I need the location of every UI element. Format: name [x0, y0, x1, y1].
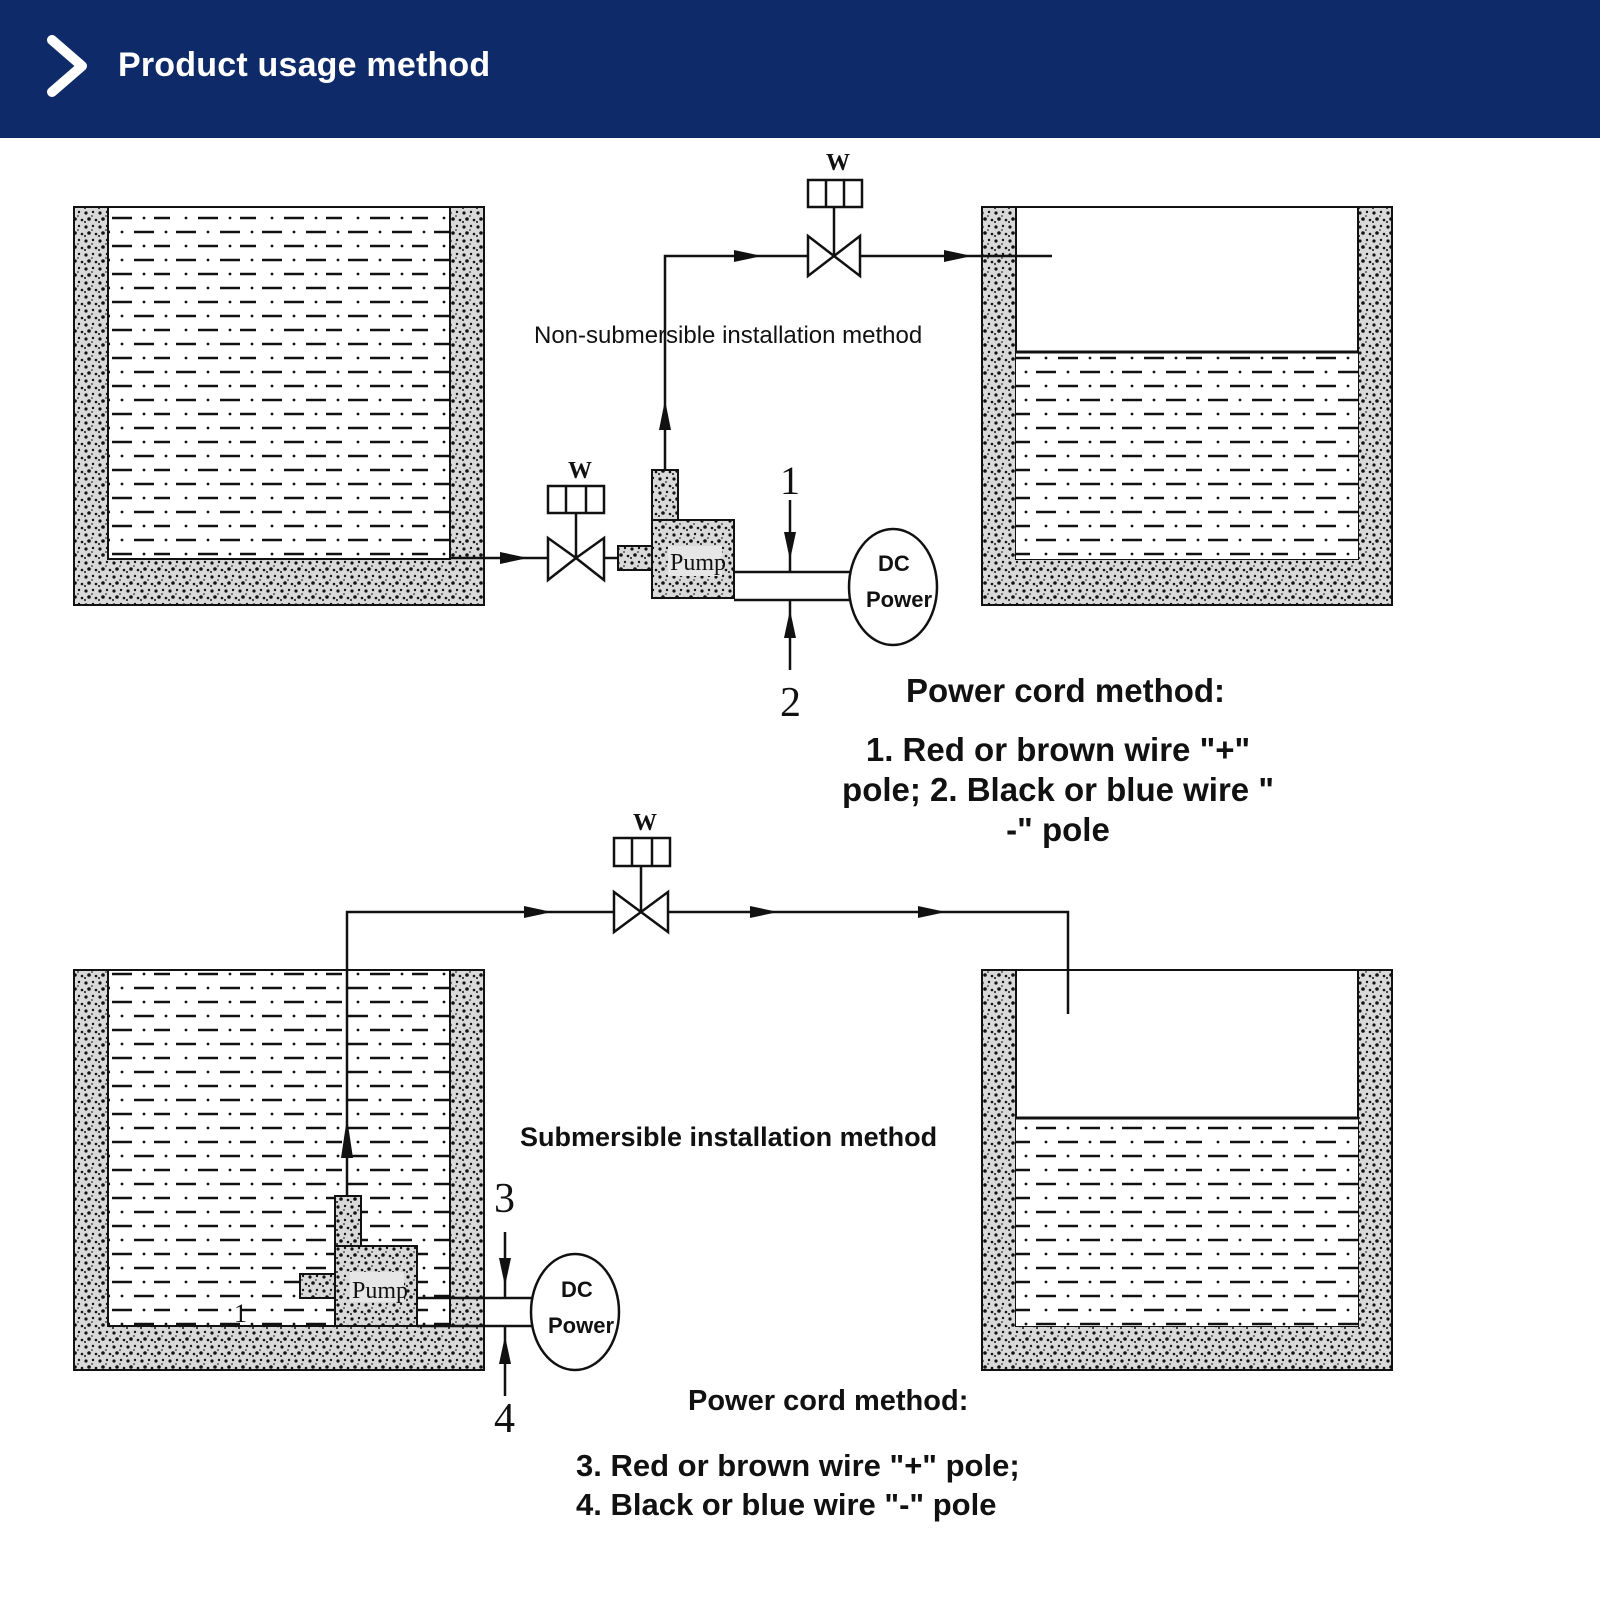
valve-top-lower [546, 484, 606, 583]
pipe-bottom [345, 910, 1070, 1196]
flow-arrows-top [500, 250, 972, 564]
header-banner: Product usage method [0, 0, 1600, 138]
flow-arrows-bottom [341, 906, 946, 1158]
valve-bottom [612, 836, 672, 935]
pump-top [617, 469, 735, 599]
wire-arrows-top [784, 532, 796, 638]
chevron-right-icon [47, 35, 87, 97]
tank-left-bottom [73, 969, 485, 1371]
valve-label: W [633, 810, 657, 836]
dc-power-top [847, 527, 939, 647]
tank-right-bottom [981, 969, 1393, 1371]
power-cord-top [734, 500, 850, 670]
tank-right-top [981, 206, 1393, 606]
power-cord-text: 1. Red or brown wire "+" pole; 2. Black … [842, 731, 1274, 848]
wire-number: 1 [780, 458, 800, 503]
wire-arrows-bottom [499, 1258, 511, 1364]
page-title: Product usage method [118, 46, 491, 84]
dc-power-bottom [529, 1252, 621, 1372]
wire-number: 3 [494, 1176, 515, 1222]
valve-label: W [568, 458, 592, 484]
dc-power-label: DC [878, 551, 910, 576]
pump-label: Pump [352, 1278, 408, 1304]
power-cord-text: 3. Red or brown wire "+" pole; 4. Black … [576, 1448, 1020, 1522]
valve-top-upper [806, 178, 864, 279]
power-cord-title: Power cord method: [688, 1385, 969, 1417]
installation-diagram: W W Pump 1 2 DC Power [73, 150, 1393, 1442]
dc-power-label: Power [866, 587, 932, 612]
valve-label: W [826, 150, 850, 176]
method-label-non-submersible: Non-submersible installation method [534, 322, 923, 349]
pump-label: Pump [670, 550, 726, 576]
wire-number: 4 [494, 1396, 515, 1442]
method-label-submersible: Submersible installation method [520, 1122, 938, 1152]
tank-mark: 1 [234, 1299, 247, 1328]
dc-power-label: Power [548, 1313, 614, 1338]
wire-number: 2 [780, 680, 801, 726]
pipe-top [450, 254, 1052, 560]
pump-bottom [299, 1195, 418, 1327]
power-cord-title: Power cord method: [906, 672, 1226, 709]
dc-power-label: DC [561, 1277, 593, 1302]
tank-left-top [73, 206, 485, 606]
